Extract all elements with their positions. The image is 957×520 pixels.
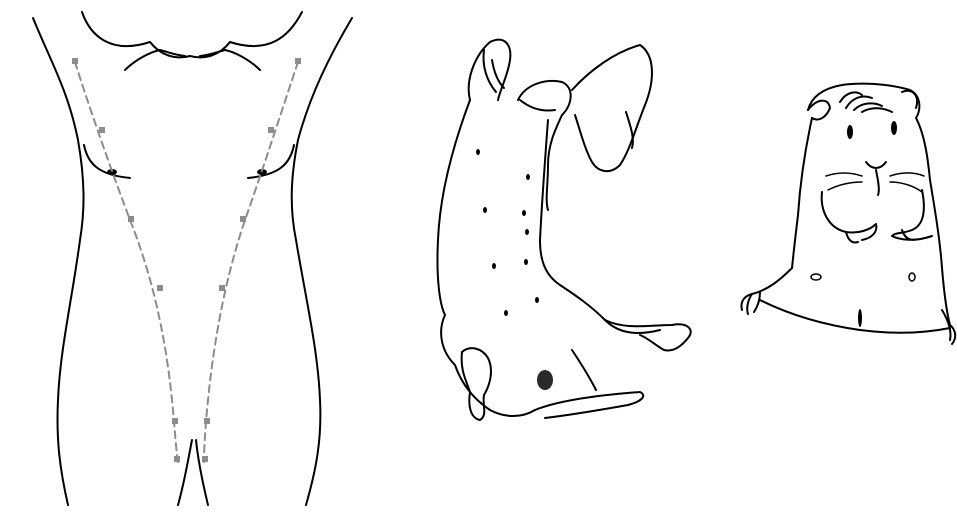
dog-body-left xyxy=(437,100,490,410)
human-nipples xyxy=(107,169,267,175)
collarbone-left xyxy=(125,50,185,70)
marker xyxy=(204,418,210,424)
dog-belly-drawing xyxy=(437,40,690,420)
dog-paw-right xyxy=(520,100,555,111)
mammary-line-left xyxy=(75,62,178,462)
dog-nipple xyxy=(525,229,529,235)
guinea-pig-nipple xyxy=(909,273,915,281)
guinea-pig-whiskers xyxy=(826,173,924,192)
mammary-line-markers xyxy=(72,58,301,462)
dog-nipple xyxy=(524,259,528,265)
guinea-pig-nipples xyxy=(811,273,915,327)
guinea-pig-eye-right xyxy=(891,121,897,135)
human-torso-drawing xyxy=(33,12,352,505)
dog-front-leg-left xyxy=(469,40,511,100)
marker xyxy=(174,456,180,462)
neck-left xyxy=(82,12,150,46)
collarbone-right xyxy=(200,50,260,70)
guinea-pig-drawing xyxy=(741,84,955,344)
guinea-pig-fur-tuft xyxy=(840,92,892,112)
groin-right xyxy=(196,440,208,505)
guinea-pig-paw-right xyxy=(892,190,932,240)
marker xyxy=(99,127,105,133)
dog-nipple xyxy=(522,210,526,216)
guinea-pig-eyes xyxy=(847,121,897,139)
dog-hind-leg-right xyxy=(605,320,691,351)
guinea-pig-body-right xyxy=(930,180,950,325)
groin-left xyxy=(178,440,192,505)
dog-hind-leg-inner xyxy=(572,350,596,390)
mammary-line-right xyxy=(204,62,298,462)
pectoral-left xyxy=(84,145,130,178)
torso-left-contour xyxy=(33,18,84,505)
dog-nipple xyxy=(526,174,530,180)
dog-nipple xyxy=(492,263,496,269)
dog-front-leg-right xyxy=(518,81,571,210)
dog-snout xyxy=(626,112,633,148)
dog-tail xyxy=(535,392,643,418)
marker xyxy=(268,127,274,133)
human-mammary-lines xyxy=(75,62,298,462)
marker xyxy=(157,285,163,291)
neck-right xyxy=(230,12,302,46)
dog-nipple xyxy=(535,297,539,303)
marker xyxy=(202,456,208,462)
marker xyxy=(240,216,246,222)
dog-paw-left xyxy=(484,50,505,92)
guinea-pig-nose xyxy=(866,162,886,195)
guinea-pig-genital-mark xyxy=(858,309,862,327)
pectoral-right xyxy=(248,145,294,178)
dog-nipple xyxy=(504,310,508,316)
dog-dark-spot xyxy=(537,370,553,390)
dog-hind-leg-left xyxy=(462,348,491,420)
dog-head xyxy=(572,45,652,171)
dog-body-right xyxy=(540,120,660,333)
marker xyxy=(128,216,134,222)
dog-rump xyxy=(490,410,535,416)
guinea-pig-paw-left xyxy=(822,192,877,243)
marker xyxy=(295,58,301,64)
guinea-pig-nipple xyxy=(811,274,821,280)
marker xyxy=(172,418,178,424)
marker xyxy=(72,58,78,64)
guinea-pig-ear-right xyxy=(902,91,917,108)
torso-right-contour xyxy=(292,18,352,505)
dog-nipple xyxy=(476,149,480,155)
guinea-pig-body-left xyxy=(792,118,812,268)
guinea-pig-eye-left xyxy=(847,125,853,139)
marker xyxy=(219,285,225,291)
dog-nipples xyxy=(476,149,539,316)
guinea-pig-hind-leg-left xyxy=(741,268,792,314)
guinea-pig-belly-bottom xyxy=(760,300,950,333)
dog-nipple xyxy=(483,207,487,213)
